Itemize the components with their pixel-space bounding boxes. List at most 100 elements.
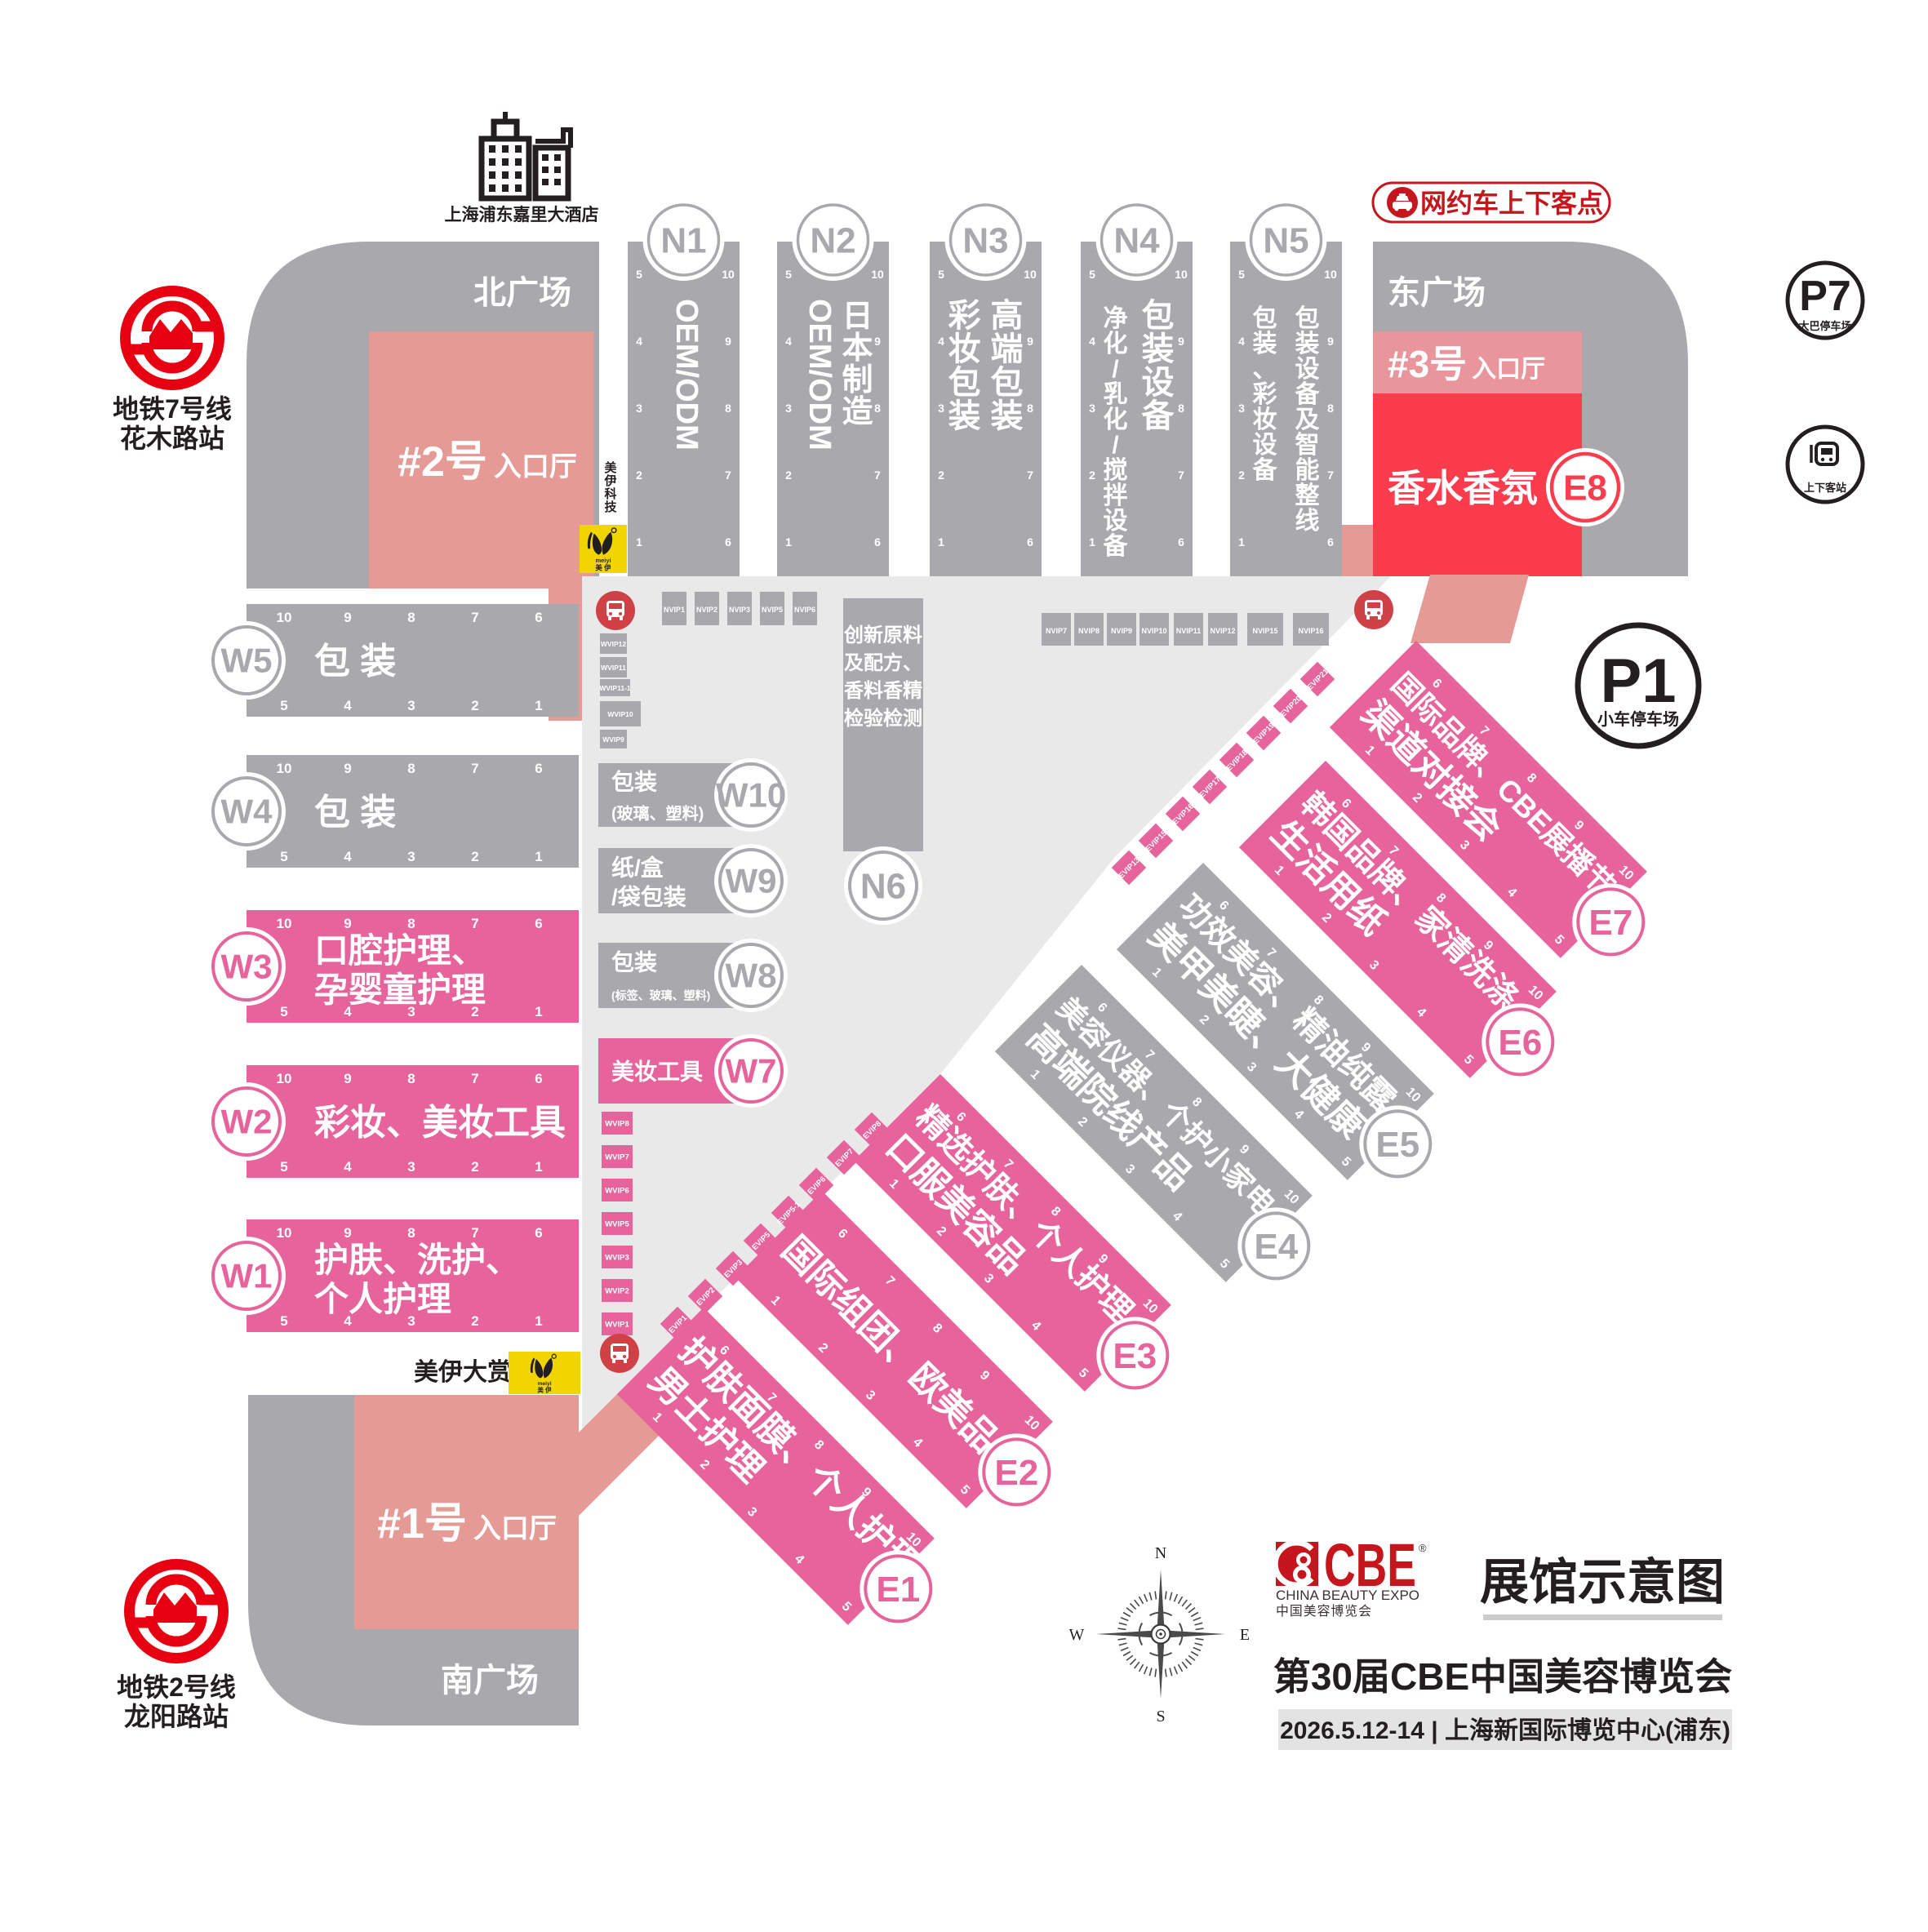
svg-text:5: 5 <box>1089 268 1095 281</box>
svg-text:WVIP9: WVIP9 <box>602 735 624 744</box>
svg-text:创新原料: 创新原料 <box>843 624 922 646</box>
svg-text:WVIP2: WVIP2 <box>605 1287 629 1296</box>
svg-text:4: 4 <box>344 1313 352 1329</box>
svg-text:5: 5 <box>636 268 642 281</box>
svg-text:7: 7 <box>874 469 881 482</box>
svg-text:N5: N5 <box>1263 220 1308 260</box>
svg-text:大巴停车场: 大巴停车场 <box>1798 320 1851 332</box>
svg-text:NVIP9: NVIP9 <box>1111 627 1132 635</box>
svg-text:能: 能 <box>1295 457 1320 484</box>
svg-text:6: 6 <box>1327 535 1334 549</box>
svg-text:5: 5 <box>1238 268 1245 281</box>
svg-text:9: 9 <box>1178 335 1184 348</box>
svg-text:净: 净 <box>1104 304 1128 332</box>
svg-text:OEM/ODM: OEM/ODM <box>802 299 837 451</box>
svg-text:3: 3 <box>407 1159 415 1175</box>
svg-text:NVIP12: NVIP12 <box>1210 627 1235 635</box>
svg-text:9: 9 <box>874 335 881 348</box>
svg-text:WVIP6: WVIP6 <box>605 1187 629 1196</box>
svg-text:日: 日 <box>842 300 873 334</box>
svg-text:NVIP16: NVIP16 <box>1298 627 1323 635</box>
svg-text:网约车上下客点: 网约车上下客点 <box>1420 189 1603 218</box>
svg-text:CHINA BEAUTY EXPO: CHINA BEAUTY EXPO <box>1276 1588 1419 1603</box>
svg-text:6: 6 <box>535 610 542 625</box>
svg-text:第30届CBE中国美容博览会: 第30届CBE中国美容博览会 <box>1273 1655 1732 1698</box>
svg-text:WVIP11-1: WVIP11-1 <box>599 684 631 692</box>
svg-text:1: 1 <box>785 535 792 549</box>
svg-text:5: 5 <box>785 268 792 281</box>
svg-text:备: 备 <box>1104 532 1129 560</box>
svg-text:4: 4 <box>344 698 352 713</box>
svg-text:5: 5 <box>938 268 944 281</box>
svg-text:龙阳路站: 龙阳路站 <box>124 1702 229 1731</box>
svg-text:伊: 伊 <box>603 473 616 488</box>
svg-text:9: 9 <box>344 1225 351 1241</box>
svg-text:10: 10 <box>722 268 735 281</box>
svg-text:8: 8 <box>874 402 881 415</box>
svg-text:4: 4 <box>344 849 352 864</box>
svg-text:6: 6 <box>874 535 881 549</box>
svg-text:装: 装 <box>1142 331 1175 367</box>
svg-text:8: 8 <box>407 1071 415 1086</box>
svg-text:彩: 彩 <box>1253 381 1277 408</box>
svg-text:10: 10 <box>277 1071 292 1086</box>
svg-text:WVIP5: WVIP5 <box>605 1220 629 1229</box>
svg-text:5: 5 <box>280 849 287 864</box>
svg-text:3: 3 <box>407 1004 415 1019</box>
svg-text:/袋包装: /袋包装 <box>611 885 686 910</box>
svg-text:P7: P7 <box>1799 273 1851 320</box>
svg-text:2: 2 <box>471 1159 478 1175</box>
svg-text:9: 9 <box>344 916 351 931</box>
svg-text:备: 备 <box>1253 456 1278 484</box>
svg-text:包 装: 包 装 <box>314 642 396 682</box>
svg-text:包装: 包装 <box>611 770 657 795</box>
svg-text:化: 化 <box>1104 406 1128 433</box>
svg-text:口腔护理、: 口腔护理、 <box>314 931 486 970</box>
svg-text:东广场: 东广场 <box>1388 275 1486 311</box>
svg-text:1: 1 <box>535 1004 542 1019</box>
svg-text:E5: E5 <box>1375 1125 1419 1165</box>
svg-text:包: 包 <box>1253 304 1277 332</box>
svg-text:N: N <box>1155 1544 1166 1562</box>
svg-text:6: 6 <box>725 535 731 549</box>
svg-text:1: 1 <box>535 1313 542 1329</box>
svg-text:E4: E4 <box>1254 1227 1298 1267</box>
svg-text:设: 设 <box>1253 432 1277 459</box>
svg-text:地铁2号线: 地铁2号线 <box>117 1672 236 1702</box>
svg-text:3: 3 <box>938 402 944 415</box>
svg-text:6: 6 <box>535 916 542 931</box>
svg-text:10: 10 <box>277 1225 292 1241</box>
svg-text:E6: E6 <box>1498 1023 1542 1063</box>
svg-text:1: 1 <box>535 698 542 713</box>
svg-text:美 伊: 美 伊 <box>537 1385 552 1393</box>
svg-text:7: 7 <box>471 1225 478 1241</box>
svg-text:装: 装 <box>948 398 981 434</box>
svg-text:5: 5 <box>280 698 287 713</box>
svg-text:N3: N3 <box>962 220 1008 260</box>
svg-text:彩: 彩 <box>948 298 981 334</box>
svg-text:NVIP3: NVIP3 <box>729 606 750 614</box>
svg-text:美伊大赏: 美伊大赏 <box>414 1358 512 1386</box>
svg-text:美 伊: 美 伊 <box>595 563 611 571</box>
svg-text:彩妆、美妆工具: 彩妆、美妆工具 <box>314 1103 566 1143</box>
svg-text:装: 装 <box>1295 331 1320 358</box>
svg-text:南广场: 南广场 <box>441 1663 539 1699</box>
svg-text:备: 备 <box>1142 398 1175 434</box>
svg-text:装: 装 <box>991 398 1024 434</box>
svg-text:N1: N1 <box>660 220 706 260</box>
svg-text:装: 装 <box>1253 331 1277 358</box>
svg-text:3: 3 <box>1089 402 1095 415</box>
svg-text:1: 1 <box>1089 535 1095 549</box>
svg-text:3: 3 <box>407 698 415 713</box>
svg-text:8: 8 <box>1178 402 1184 415</box>
svg-text:/: / <box>1112 356 1119 383</box>
svg-text:W1: W1 <box>221 1257 273 1295</box>
svg-text:E8: E8 <box>1563 468 1607 508</box>
svg-text:备: 备 <box>1295 380 1321 408</box>
svg-text:美: 美 <box>604 460 617 475</box>
svg-text:8: 8 <box>407 1225 415 1241</box>
svg-text:8: 8 <box>725 402 731 415</box>
svg-text:制: 制 <box>842 363 873 398</box>
